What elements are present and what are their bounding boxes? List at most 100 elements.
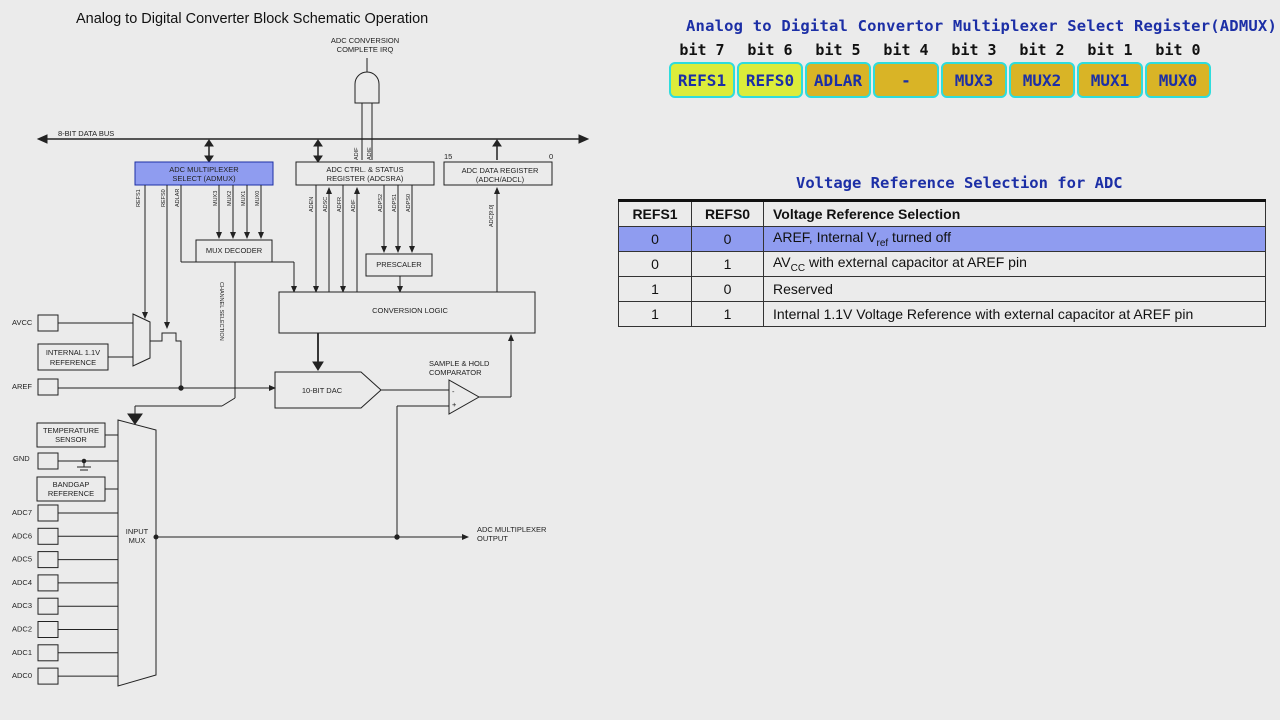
bit-name-box: REFS1 [669,62,735,98]
register-bit-4: bit 4 - [872,41,940,98]
conversion-logic-label: CONVERSION LOGIC [372,306,448,315]
vref-table: REFS1 REFS0 Voltage Reference Selection … [618,199,1266,327]
bit-number-label: bit 6 [747,41,793,59]
adc-pin-label: ADC0 [12,671,32,680]
adc-bits-signal: ADC[9:0] [489,204,495,227]
adc-pin-label: ADC5 [12,555,32,564]
input-mux [117,419,157,687]
adc-pin-label: ADC7 [12,508,32,517]
adsc-signal: ADSC [323,197,329,212]
adc-pin-label: ADC3 [12,601,32,610]
adps2-signal: ADPS2 [378,194,384,212]
gnd-label: GND [13,454,30,463]
refs1-signal: REFS1 [136,189,142,207]
bit-name-box: MUX0 [1145,62,1211,98]
adps0-signal: ADPS0 [406,194,412,212]
conversion-logic-box [278,291,536,334]
and-gate [354,71,380,104]
adlar-signal: ADLAR [175,189,181,207]
bit-name-box: REFS0 [737,62,803,98]
header-selection: Voltage Reference Selection [763,200,1266,227]
bandgap-label-2: REFERENCE [48,489,94,498]
bit-name-box: ADLAR [805,62,871,98]
register-bit-2: bit 2 MUX2 [1008,41,1076,98]
adc-pin-label: ADC1 [12,648,32,657]
header-refs0: REFS0 [691,200,764,227]
input-mux-label: INPUT [126,527,149,536]
avcc-label: AVCC [12,318,33,327]
adc-data-label-2: (ADCH/ADCL) [476,175,525,184]
adc-pin-label: ADC2 [12,625,32,634]
cell-refs0: 1 [691,301,764,327]
adie-label: ADIE [367,147,373,160]
mux1-signal: MUX1 [241,191,247,206]
aref-label: AREF [12,382,32,391]
sh-label: SAMPLE & HOLD [429,359,490,368]
adc-pin-adc2: ADC2 [12,621,118,638]
vref-table-title: Voltage Reference Selection for ADC [796,174,1123,192]
adcsra-label: ADC CTRL. & STATUS [326,165,403,174]
int-ref-label: INTERNAL 1.1V [46,348,100,357]
diagram-title: Analog to Digital Converter Block Schema… [76,11,429,27]
comparator-plus: + [452,400,457,409]
comparator [448,379,481,415]
bit-name-box: MUX1 [1077,62,1143,98]
adc-pin-adc4: ADC4 [12,574,118,592]
header-refs1: REFS1 [618,200,692,227]
mux3-signal: MUX3 [213,191,219,206]
register-bit-6: bit 6 REFS0 [736,41,804,98]
irq-label-2: COMPLETE IRQ [337,45,394,54]
prescaler-box [365,253,433,277]
reference-mux [132,313,151,367]
register-bit-5: bit 5 ADLAR [804,41,872,98]
admux-label-2: SELECT (ADMUX) [172,174,236,183]
refs0-signal: REFS0 [161,189,167,207]
cell-selection: AREF, Internal Vref turned off [763,226,1266,252]
adc-pin-label: ADC4 [12,578,32,587]
adc-pin-adc3: ADC3 [12,597,118,615]
cell-refs0: 0 [691,276,764,302]
bit-number-label: bit 2 [1019,41,1065,59]
adc-data-register-box [443,161,553,186]
bit-name-box: - [873,62,939,98]
adc-pin-label: ADC6 [12,531,32,540]
adc-pin-adc5: ADC5 [12,551,118,569]
irq-label: ADC CONVERSION [331,36,399,45]
bit-number-label: bit 5 [815,41,861,59]
dac-label: 10-BIT DAC [302,386,343,395]
bit-name-box: MUX2 [1009,62,1075,98]
cell-selection: Reserved [763,276,1266,302]
mux-decoder-label: MUX DECODER [206,246,263,255]
bandgap-label: BANDGAP [53,480,90,489]
bit0-label: 0 [549,152,553,161]
comparator-minus: - [452,387,455,396]
cell-selection: AVCC with external capacitor at AREF pin [763,251,1266,277]
cell-selection: Internal 1.1V Voltage Reference with ext… [763,301,1266,327]
adps1-signal: ADPS1 [392,194,398,212]
bit-number-label: bit 0 [1155,41,1201,59]
mux2-signal: MUX2 [227,191,233,206]
adcsra-label-2: REGISTER (ADCSRA) [327,174,404,183]
adif-label: ADIF [354,147,360,160]
adcsra-register-box [295,161,435,186]
bit-number-label: bit 4 [883,41,929,59]
register-title: Analog to Digital Convertor Multiplexer … [686,17,1277,35]
adc-data-label: ADC DATA REGISTER [462,166,539,175]
admux-label: ADC MULTIPLEXER [169,165,239,174]
admux-register-box [134,161,274,186]
adc-pin-adc0: ADC0 [12,667,118,685]
cell-refs1: 0 [618,251,692,277]
mux-output-label-2: OUTPUT [477,534,508,543]
mux-output-label: ADC MULTIPLEXER [477,525,547,534]
adfr-signal: ADFR [337,197,343,212]
temp-sensor-label-2: SENSOR [55,435,87,444]
vref-table-header: REFS1 REFS0 Voltage Reference Selection [618,200,1266,227]
